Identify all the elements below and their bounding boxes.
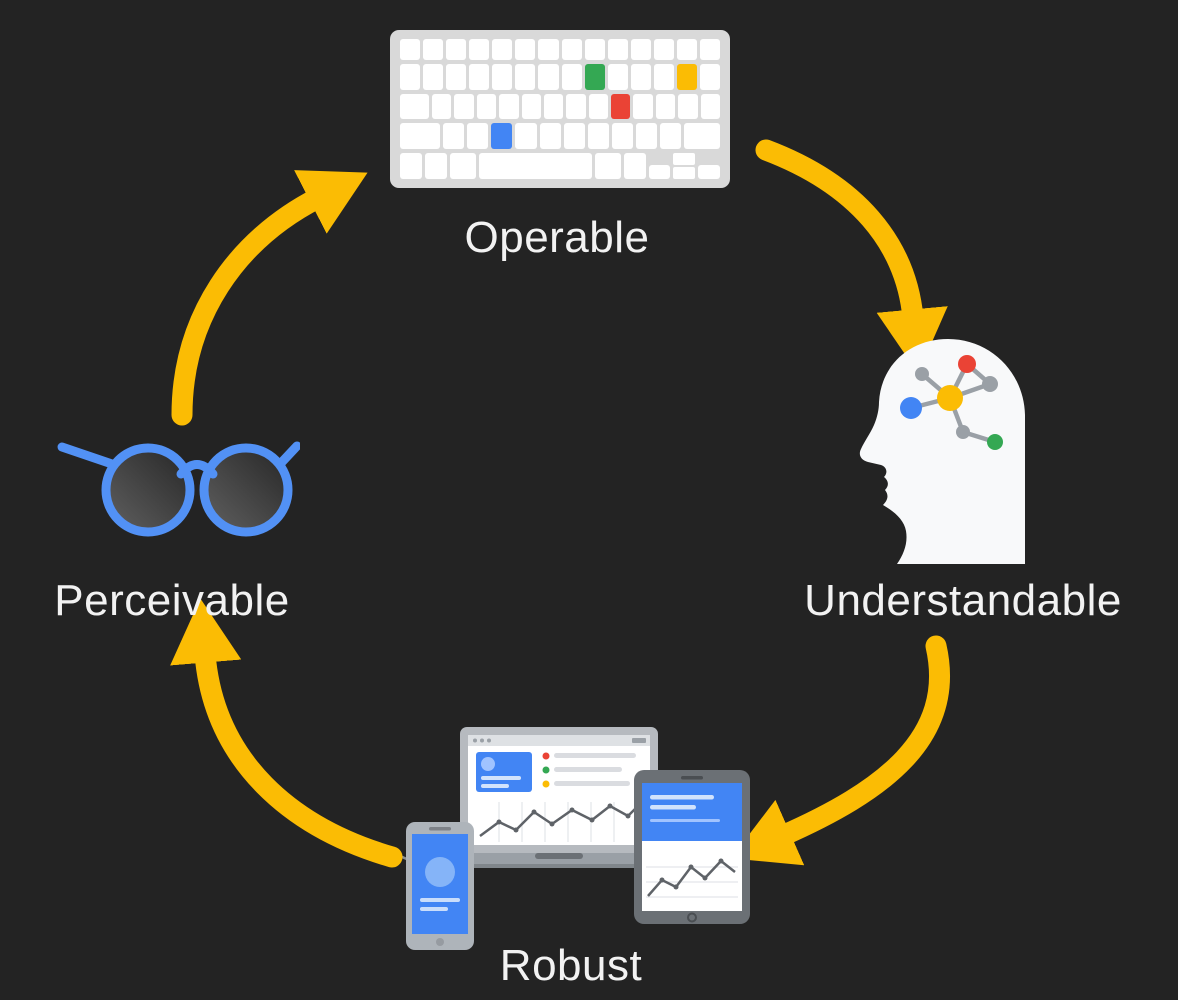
blue-key (491, 123, 513, 150)
tablet (634, 770, 750, 924)
phone-home-button (436, 938, 444, 946)
arrow-operable-to-understandable (755, 139, 948, 374)
node-green (987, 434, 1003, 450)
node-label-robust: Robust (499, 941, 643, 990)
keyboard-row (400, 123, 721, 150)
node-gray-2 (982, 376, 998, 392)
phone (406, 822, 474, 950)
keyboard-icon (390, 30, 730, 188)
spacebar-key (478, 153, 592, 179)
node-label-perceivable: Perceivable (54, 576, 290, 625)
keyboard-row (400, 153, 721, 179)
glasses-right-arm (277, 441, 300, 467)
node-yellow (937, 385, 963, 411)
head-silhouette (859, 339, 1025, 564)
node-label-operable: Operable (464, 213, 650, 262)
keyboard-row (400, 63, 721, 90)
arrow-perceivable-to-operable (171, 170, 368, 426)
glasses-left-lens (101, 443, 195, 537)
red-key (611, 93, 631, 120)
node-label-understandable: Understandable (804, 576, 1122, 625)
glasses-bridge (176, 460, 218, 479)
glasses-icon (57, 441, 300, 537)
arrow-robust-to-perceivable (170, 598, 403, 868)
yellow-key (676, 63, 698, 90)
green-key (584, 63, 605, 90)
devices-icon (406, 727, 750, 950)
glasses-right-lens (199, 443, 293, 537)
node-red (958, 355, 976, 373)
laptop (442, 727, 676, 868)
keyboard-row (400, 93, 720, 120)
node-blue (900, 397, 922, 419)
glasses-left-arm (57, 442, 117, 469)
head-network-icon (859, 339, 1025, 564)
keyboard-row (400, 39, 721, 60)
node-gray-3 (956, 425, 970, 439)
arrow-understandable-to-robust (731, 635, 951, 866)
node-gray-1 (915, 367, 929, 381)
tablet-home-button (687, 912, 697, 923)
